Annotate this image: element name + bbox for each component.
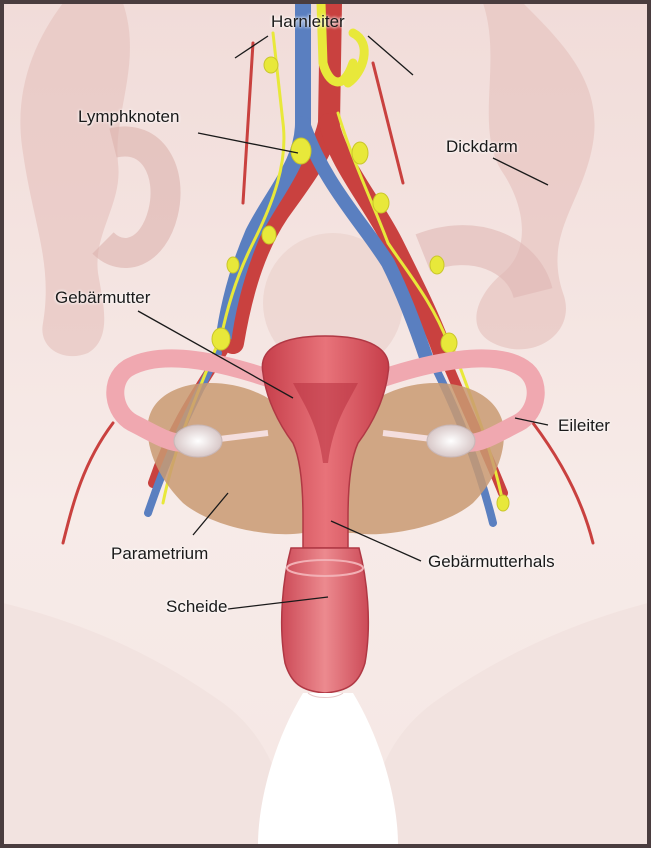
label-eileiter: Eileiter xyxy=(558,416,610,436)
label-scheide: Scheide xyxy=(166,597,227,617)
lymph-node xyxy=(291,138,311,164)
lymph-node xyxy=(373,193,389,213)
lymph-node xyxy=(497,495,509,511)
label-parametrium: Parametrium xyxy=(111,544,208,564)
lymph-node xyxy=(441,333,457,353)
ovary-left xyxy=(174,425,222,457)
anatomy-illustration xyxy=(3,3,648,845)
label-gebaermutter: Gebärmutter xyxy=(55,288,150,308)
lymph-node xyxy=(262,226,276,244)
vagina xyxy=(282,548,369,693)
ovary-right xyxy=(427,425,475,457)
label-lymphknoten: Lymphknoten xyxy=(78,107,179,127)
lymph-node xyxy=(352,142,368,164)
label-gebaermutterhals: Gebärmutterhals xyxy=(428,552,555,572)
lymph-node xyxy=(212,328,230,350)
lymph-node xyxy=(264,57,278,73)
lymph-node xyxy=(430,256,444,274)
lymph-node xyxy=(227,257,239,273)
label-harnleiter: Harnleiter xyxy=(271,12,345,32)
label-dickdarm: Dickdarm xyxy=(446,137,518,157)
